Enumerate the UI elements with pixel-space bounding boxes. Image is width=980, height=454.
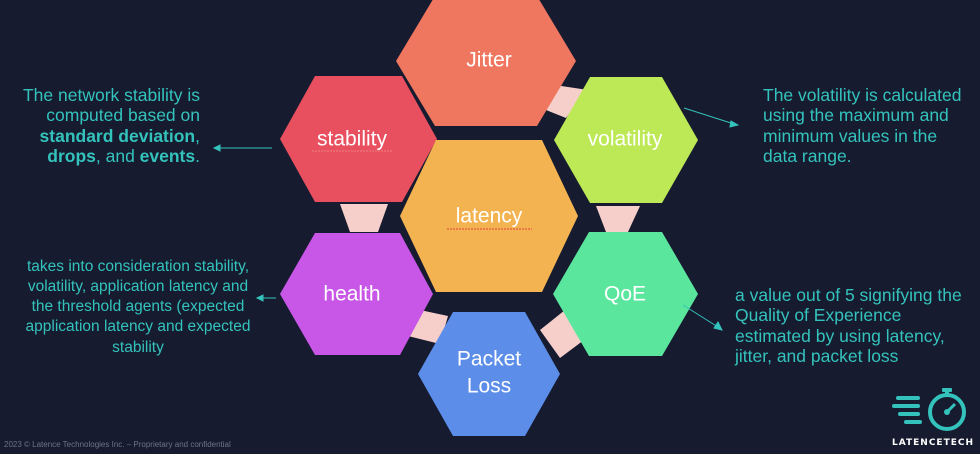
stability-note-bold-1: standard deviation [39, 125, 196, 146]
hex-label-volatility: volatility [588, 128, 663, 151]
hex-stability [280, 76, 437, 202]
logo-text: LATENCETECH [892, 438, 974, 448]
hex-label-stability: stability [317, 128, 388, 151]
hex-latency [400, 140, 578, 292]
arrow-qoe-head [713, 321, 723, 331]
connector-volatility-qoe [596, 206, 640, 232]
stability-note-text-4: . [195, 146, 200, 167]
stability-note-text-3: , and [95, 146, 140, 167]
hex-jitter [396, 0, 576, 126]
stability-note-bold-2: drops [47, 146, 96, 167]
stability-note-text-2: , [195, 125, 200, 146]
hex-label-health: health [323, 283, 380, 306]
footer-copyright: 2023 © Latence Technologies Inc. – Propr… [4, 440, 231, 449]
hex-label-jitter: Jitter [466, 49, 512, 72]
hex-label-packet-line1: Packet [457, 348, 521, 371]
arrow-stability-head [212, 144, 221, 152]
qoe-note: a value out of 5 signifying the Quality … [735, 285, 962, 367]
stopwatch-icon [892, 388, 966, 431]
hex-health [280, 233, 433, 355]
latencetech-logo: LATENCETECH [892, 386, 974, 448]
arrow-qoe [682, 304, 719, 328]
connector-stability-health [340, 204, 388, 232]
arrow-health-head [255, 294, 264, 302]
arrow-volatility-head [729, 120, 740, 128]
arrow-volatility [683, 107, 735, 125]
stability-note-bold-3: events [139, 146, 196, 167]
health-note: takes into consideration stability, vola… [25, 258, 251, 356]
hex-volatility [554, 77, 698, 203]
hex-label-qoe: QoE [604, 283, 646, 306]
hex-label-packet-line2: Loss [467, 375, 511, 398]
stability-note-text-1: The network stability is computed based … [22, 85, 200, 126]
volatility-note: The volatility is calculated using the m… [763, 85, 962, 167]
hex-label-latency: latency [456, 205, 523, 228]
stability-note: The network stability is computed based … [10, 85, 200, 167]
hex-packet-loss [418, 312, 560, 436]
hex-qoe [553, 232, 698, 356]
